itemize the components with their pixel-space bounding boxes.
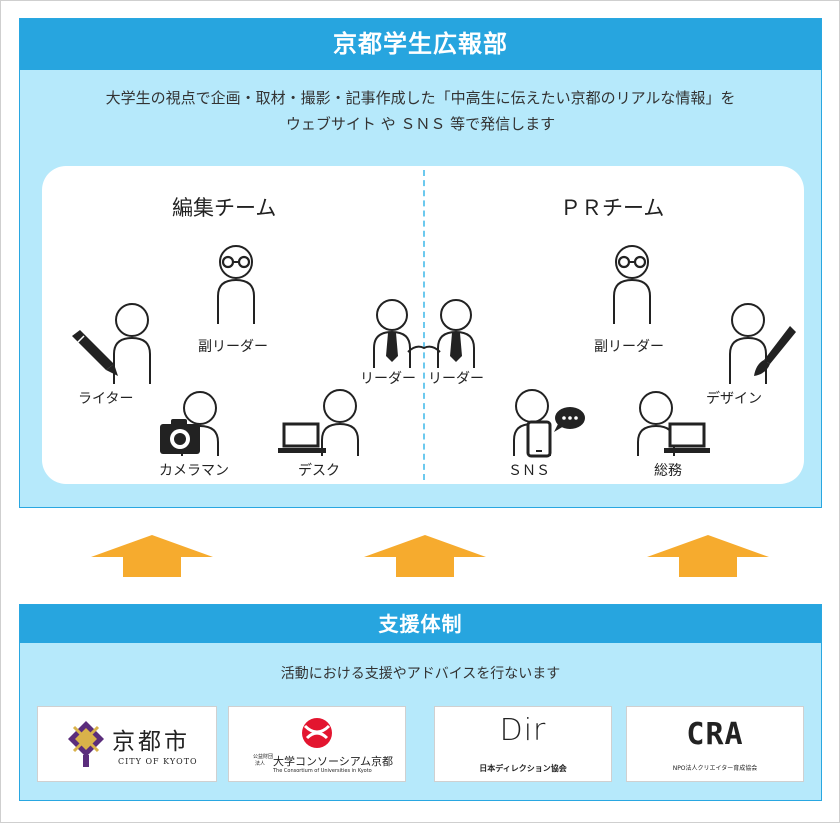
editorial-team-title: 編集チーム	[172, 196, 277, 220]
writer-person-icon	[72, 303, 151, 384]
desk-label: デスク	[298, 463, 340, 479]
sub-leader-person-icon	[217, 245, 255, 324]
handshake-icon	[407, 345, 441, 353]
cameraman-person-icon	[160, 391, 219, 456]
team-divider	[423, 170, 425, 480]
necktie-icon	[450, 333, 462, 362]
support-arrow-icon	[364, 535, 486, 577]
support-arrow-icon	[647, 535, 769, 577]
support-description: 活動における支援やアドバイスを行ないます	[280, 666, 561, 682]
desk-person-icon	[278, 389, 359, 456]
sns-person-icon	[513, 389, 585, 458]
support-section: 支援体制 活動における支援やアドバイスを行ないます 京都市 CITY OF KY…	[19, 604, 822, 801]
general-affairs-label: 総務	[654, 463, 682, 479]
camera-icon	[160, 419, 200, 454]
pen-icon	[72, 330, 118, 376]
leaders-handshake-icon	[373, 299, 475, 368]
editorial-leader-label: リーダー	[360, 371, 416, 387]
kyoto-city-logo: 京都市 CITY OF KYOTO	[37, 706, 217, 782]
cra-mark: CRA	[686, 717, 744, 752]
teams-panel: 編集チーム ＰＲチーム 副リーダー ライター	[42, 166, 804, 484]
kyoto-city-sub: CITY OF KYOTO	[118, 757, 198, 766]
pr-sub-leader-person-icon	[613, 245, 651, 324]
design-label: デザイン	[706, 391, 762, 407]
direction-name: 日本ディレクション協会	[479, 764, 567, 773]
direction-mark: Dir	[499, 713, 547, 748]
pr-sub-leader-label: 副リーダー	[594, 339, 664, 355]
pr-leader-label: リーダー	[428, 371, 484, 387]
support-arrow-icon	[91, 535, 213, 577]
direction-association-logo: Dir 日本ディレクション協会	[434, 706, 612, 782]
designer-person-icon	[729, 303, 796, 384]
section-title: 京都学生広報部	[20, 19, 821, 70]
brush-icon	[754, 326, 796, 376]
kyoto-city-name: 京都市	[112, 729, 190, 755]
necktie-icon	[386, 333, 398, 362]
student-pr-section: 京都学生広報部 大学生の視点で企画・取材・撮影・記事作成した「中高生に伝えたい京…	[19, 18, 822, 508]
consortium-name: 大学コンソーシアム京都	[273, 755, 394, 768]
cra-name: NPO法人クリエイター育成協会	[672, 765, 758, 772]
consortium-prefix-top: 公益財団	[253, 754, 274, 760]
section-description: 大学生の視点で企画・取材・撮影・記事作成した「中高生に伝えたい京都のリアルな情報…	[105, 89, 736, 133]
sns-label: ＳＮＳ	[508, 463, 550, 479]
cra-logo: CRA NPO法人クリエイター育成協会	[626, 706, 804, 782]
support-title: 支援体制	[20, 605, 821, 643]
sub-leader-label: 副リーダー	[198, 339, 268, 355]
consortium-sub: The Consortium of Universities in Kyoto	[273, 768, 372, 774]
chat-bubble-icon	[554, 407, 585, 432]
writer-label: ライター	[78, 391, 134, 407]
kyoto-emblem-icon	[68, 721, 104, 767]
laptop-icon	[278, 422, 326, 453]
consortium-logo: 公益財団 法人 大学コンソーシアム京都 The Consortium of Un…	[228, 706, 406, 782]
consortium-prefix-bottom: 法人	[255, 761, 266, 767]
general-affairs-person-icon	[637, 391, 710, 456]
cameraman-label: カメラマン	[159, 463, 229, 479]
laptop-icon	[664, 422, 710, 453]
smartphone-icon	[526, 420, 552, 458]
consortium-emblem-icon	[302, 718, 332, 748]
pr-team-title: ＰＲチーム	[560, 196, 665, 220]
